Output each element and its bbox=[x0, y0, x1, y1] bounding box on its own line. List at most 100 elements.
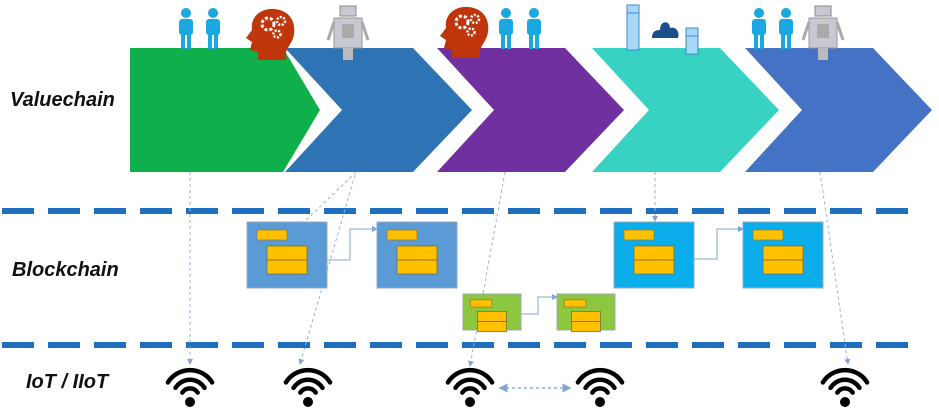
block-record bbox=[633, 245, 675, 261]
gear-head-icon bbox=[246, 8, 295, 60]
wifi-arc bbox=[298, 386, 318, 395]
blockchain-block bbox=[556, 293, 616, 333]
wifi-arc bbox=[583, 377, 617, 391]
block-record bbox=[477, 321, 507, 333]
wifi-dot bbox=[595, 397, 605, 407]
person-icon bbox=[206, 8, 220, 49]
wifi-arc bbox=[575, 367, 625, 385]
gear-head-icon bbox=[440, 6, 489, 58]
wifi-arc bbox=[445, 367, 495, 385]
robot-base bbox=[818, 48, 828, 60]
head-shape bbox=[440, 6, 489, 58]
person-leg bbox=[781, 33, 785, 49]
gear bbox=[272, 29, 282, 39]
server-tower bbox=[685, 27, 699, 55]
wifi-dot bbox=[185, 397, 195, 407]
wifi-icon bbox=[445, 367, 495, 407]
iot-label: IoT / IIoT bbox=[26, 371, 109, 393]
robot-arms bbox=[801, 21, 845, 41]
block-link-arrow bbox=[694, 226, 744, 260]
wifi-arc bbox=[291, 377, 325, 391]
person-head bbox=[529, 8, 539, 18]
data-flow-connector bbox=[299, 171, 357, 227]
person-head bbox=[781, 8, 791, 18]
wifi-arc bbox=[835, 386, 855, 395]
person-icon bbox=[779, 8, 793, 49]
gear bbox=[469, 13, 481, 25]
wifi-dot bbox=[303, 397, 313, 407]
person-icon bbox=[499, 8, 513, 49]
person-head bbox=[754, 8, 764, 18]
block-record bbox=[469, 299, 493, 308]
person-head bbox=[181, 8, 191, 18]
person-leg bbox=[529, 33, 533, 49]
person-head bbox=[208, 8, 218, 18]
person-leg bbox=[754, 33, 758, 49]
robot-body bbox=[333, 17, 363, 49]
person-icon bbox=[752, 8, 766, 49]
blockchain-label: Blockchain bbox=[12, 259, 119, 281]
wifi-icon bbox=[165, 367, 215, 407]
head-shape bbox=[246, 8, 295, 60]
cloud-icon bbox=[652, 22, 679, 38]
robot-panel bbox=[817, 24, 829, 38]
person-body bbox=[527, 19, 541, 35]
server-icon bbox=[685, 27, 699, 55]
data-flow-connector bbox=[467, 171, 506, 367]
wifi-arc bbox=[828, 377, 862, 391]
block-record bbox=[563, 299, 587, 308]
robot-head bbox=[339, 5, 357, 17]
person-icon bbox=[527, 8, 541, 49]
person-leg bbox=[187, 33, 191, 49]
block-record bbox=[762, 259, 804, 275]
block-record bbox=[396, 259, 438, 275]
wifi-arc bbox=[180, 386, 200, 395]
person-body bbox=[779, 19, 793, 35]
block-record bbox=[623, 229, 655, 241]
data-flow-connector bbox=[819, 171, 851, 365]
gear bbox=[466, 27, 476, 37]
wifi-arc bbox=[820, 367, 870, 385]
person-leg bbox=[208, 33, 212, 49]
person-body bbox=[179, 19, 193, 35]
person-leg bbox=[181, 33, 185, 49]
block-record bbox=[266, 245, 308, 261]
cloud-shape bbox=[652, 22, 679, 38]
blockchain-block bbox=[742, 221, 824, 289]
gear bbox=[260, 16, 276, 32]
block-record bbox=[256, 229, 288, 241]
blockchain-block bbox=[613, 221, 695, 289]
person-leg bbox=[507, 33, 511, 49]
block-record bbox=[752, 229, 784, 241]
block-link-arrow bbox=[521, 294, 558, 315]
block-record bbox=[477, 311, 507, 322]
block-record bbox=[266, 259, 308, 275]
robot-icon bbox=[326, 5, 370, 60]
wifi-arc bbox=[453, 377, 487, 391]
server-tower bbox=[626, 4, 640, 51]
valuechain-label: Valuechain bbox=[10, 89, 115, 111]
robot-arms bbox=[326, 21, 370, 41]
block-record bbox=[633, 259, 675, 275]
person-head bbox=[501, 8, 511, 18]
person-leg bbox=[214, 33, 218, 49]
wifi-arc bbox=[165, 367, 215, 385]
person-body bbox=[499, 19, 513, 35]
wifi-arc bbox=[590, 386, 610, 395]
wifi-icon bbox=[283, 367, 333, 407]
blockchain-block bbox=[246, 221, 328, 289]
person-leg bbox=[760, 33, 764, 49]
gear bbox=[454, 14, 470, 30]
block-record bbox=[396, 245, 438, 261]
robot-panel bbox=[342, 24, 354, 38]
block-link-arrow bbox=[327, 226, 378, 261]
valuechain-stage-4 bbox=[592, 48, 779, 172]
person-leg bbox=[535, 33, 539, 49]
server-icon bbox=[626, 4, 640, 51]
robot-head bbox=[814, 5, 832, 17]
block-record bbox=[571, 321, 601, 333]
wifi-arc bbox=[283, 367, 333, 385]
gear bbox=[275, 15, 287, 27]
